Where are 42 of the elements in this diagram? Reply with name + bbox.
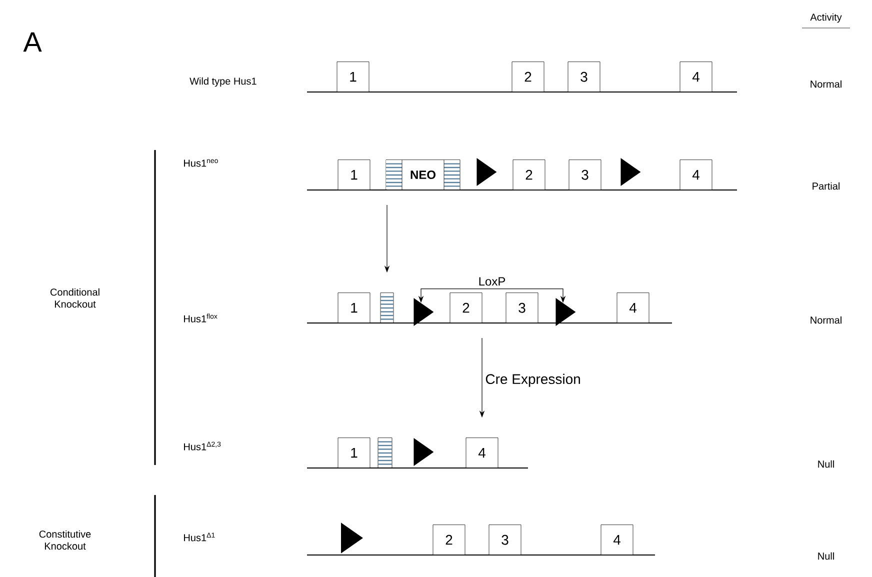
exon-box: 3 [568, 160, 602, 190]
exon-box: 1 [338, 292, 370, 323]
striped-box [380, 292, 394, 323]
exon-box: 4 [466, 438, 498, 468]
exon-box: 3 [506, 292, 538, 323]
exon-box: 4 [680, 160, 712, 190]
loxp-triangle [414, 298, 434, 326]
exon-box: 2 [512, 62, 544, 92]
activity-label: Normal [810, 316, 842, 324]
row-label: Hus1$^{Δ2,3}$ [184, 442, 221, 450]
exon-box: 4 [680, 62, 712, 92]
loxp-triangle [620, 158, 641, 186]
edge-label: LoxP [477, 276, 507, 287]
activity-label: Null [818, 552, 834, 560]
loxp-triangle [476, 158, 497, 186]
neo-cassette: NEO [386, 160, 460, 190]
exon-box: 2 [512, 160, 546, 190]
exon-box: 4 [600, 524, 634, 555]
row-label: Wild type Hus1 [190, 77, 256, 87]
row-label: Hus1$^{neo}$ [184, 159, 218, 167]
exon-box: 1 [336, 62, 370, 92]
exon-box: 2 [432, 524, 466, 555]
exon-box: 4 [616, 292, 650, 323]
heading-letter: A [23, 32, 42, 52]
activity-label: Null [818, 460, 834, 468]
exon-box: 3 [488, 524, 522, 555]
group-label: Conditional Knockout [50, 288, 100, 308]
loxp-triangle [556, 298, 576, 326]
row-label: Hus1$^{flox}$ [184, 314, 218, 322]
activity-label: Normal [810, 80, 842, 88]
exon-box: 1 [338, 438, 370, 468]
loxp-triangle [414, 438, 434, 466]
edge-label: Cre Expression [484, 372, 582, 388]
loxp-triangle [341, 522, 363, 554]
exon-box: 3 [568, 62, 600, 92]
activity-label: Partial [812, 182, 840, 190]
row-label: Hus1$^{Δ1}$ [184, 532, 215, 542]
column-heading: Activity [810, 13, 842, 23]
group-label: Constitutive Knockout [39, 530, 91, 550]
striped-box [378, 438, 392, 468]
exon-box: 1 [338, 160, 370, 190]
exon-box: 2 [450, 292, 482, 323]
